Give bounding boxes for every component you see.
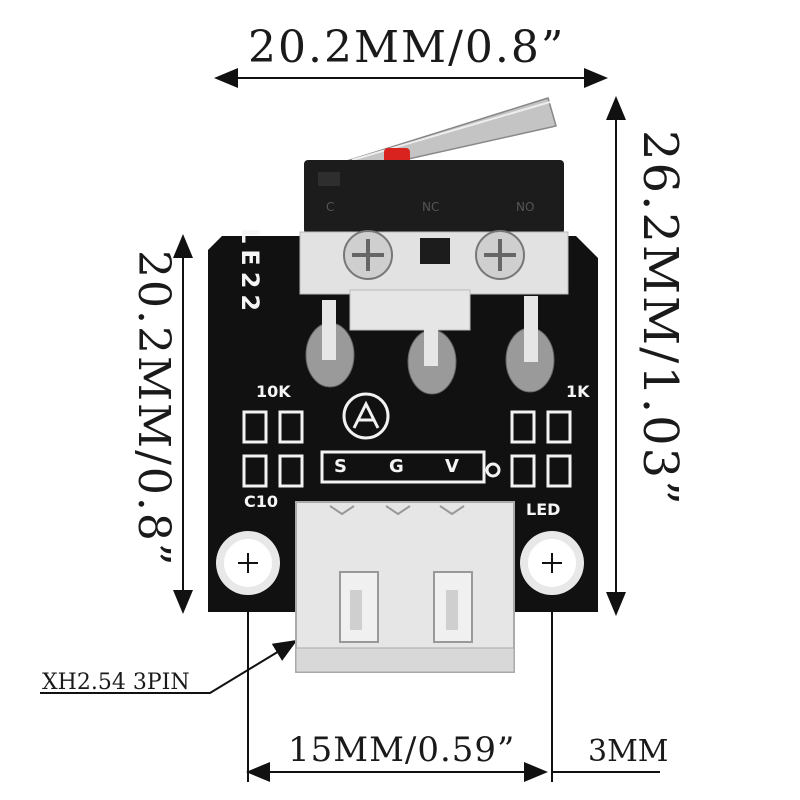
switch-label-nc: NC — [422, 200, 440, 214]
hole-offset-dimension: 3MM — [588, 734, 669, 769]
mounting-hole-left — [216, 531, 280, 595]
silk-pin-s: S — [334, 456, 347, 477]
connector-label: XH2.54 3PIN — [42, 670, 190, 695]
xh-connector — [295, 501, 515, 673]
silk-led: LED — [526, 500, 561, 519]
top-width-dimension: 20.2MM/0.8” — [248, 22, 566, 73]
right-height-dimension: 26.2MM/1.03” — [632, 130, 688, 507]
silk-vertical-mark: LE22 — [236, 228, 264, 318]
silk-res-left: 10K — [256, 382, 291, 401]
smd-pads — [242, 410, 572, 488]
solder-joints — [305, 296, 555, 395]
screw-right — [475, 230, 525, 280]
left-height-dimension: 20.2MM/0.8” — [128, 250, 179, 568]
switch-label-no: NO — [516, 200, 535, 214]
silk-pin-g: G — [389, 456, 404, 477]
switch-body — [304, 160, 564, 234]
board-logo — [342, 392, 390, 440]
switch-label-c: C — [326, 200, 335, 214]
silk-res-right: 1K — [566, 382, 590, 401]
screw-left — [343, 230, 393, 280]
silk-cap: C10 — [244, 492, 279, 511]
mounting-hole-right — [520, 531, 584, 595]
silk-pin-v: V — [445, 456, 459, 477]
connector-leader — [40, 639, 298, 694]
